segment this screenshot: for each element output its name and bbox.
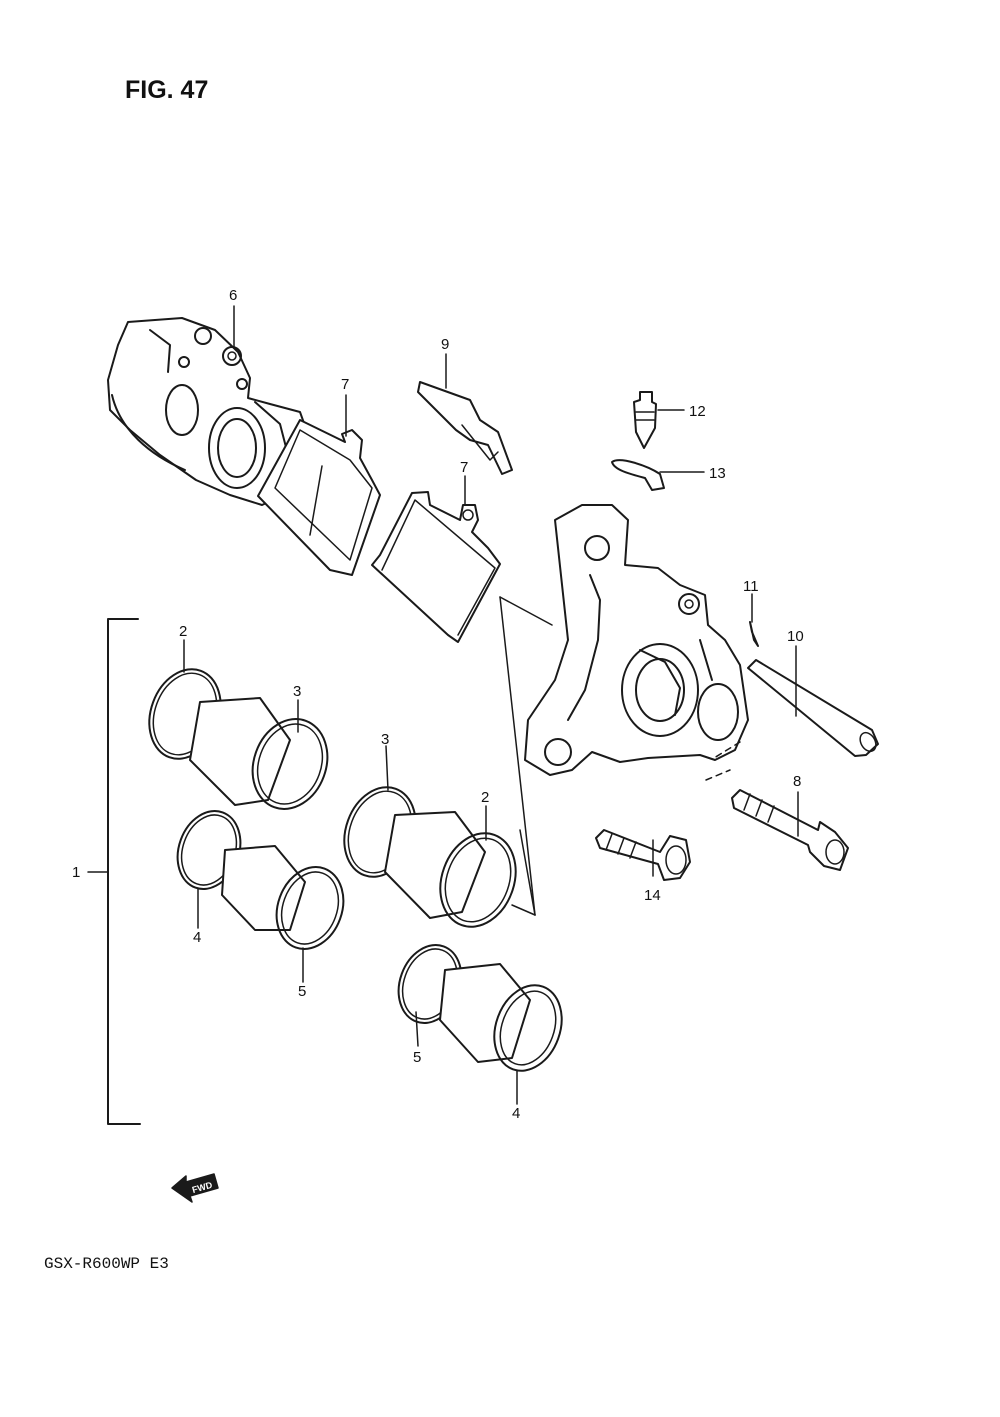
callout-5: 5 [413, 1049, 421, 1066]
cotter-pin [749, 621, 759, 647]
assembly-lines [499, 596, 741, 916]
caliper-half-right [524, 504, 749, 776]
mounting-bolt-8 [731, 789, 849, 871]
piston-set-middle [343, 786, 517, 928]
callout-3: 3 [381, 731, 389, 748]
callout-10: 10 [787, 628, 804, 645]
callout-6: 6 [229, 287, 237, 304]
callouts: 1 2 2 3 3 4 4 5 5 6 7 7 8 9 10 11 12 13 … [72, 287, 804, 1122]
bleeder-valve [633, 391, 657, 449]
callout-14: 14 [644, 887, 661, 904]
mounting-bolt-14 [595, 829, 691, 881]
callout-5: 5 [298, 983, 306, 1000]
bleeder-cap [611, 459, 665, 491]
piston-set-lower-left [176, 810, 345, 950]
piston-set-upper-left [148, 668, 329, 810]
figure-title: FIG. 47 [125, 76, 208, 104]
leader-lines [183, 305, 799, 1105]
forward-arrow-icon: FWD [171, 1173, 219, 1203]
callout-11: 11 [743, 578, 759, 595]
pad-shim [417, 381, 513, 475]
brake-pad-middle [371, 491, 501, 643]
caliper-half-left [107, 317, 311, 506]
callout-7: 7 [341, 376, 349, 393]
pad-pin [747, 659, 879, 757]
callout-2: 2 [179, 623, 187, 640]
callout-4: 4 [193, 929, 201, 946]
callout-12: 12 [689, 403, 706, 420]
callout-13: 13 [709, 465, 726, 482]
callout-8: 8 [793, 773, 801, 790]
callout-3: 3 [293, 683, 301, 700]
brake-pad-left [257, 419, 381, 576]
kit-bracket [87, 618, 141, 1125]
callout-1: 1 [72, 864, 80, 881]
piston-set-lower-middle [397, 944, 563, 1072]
callout-2: 2 [481, 789, 489, 806]
callout-7: 7 [460, 459, 468, 476]
model-code: GSX-R600WP E3 [44, 1255, 169, 1273]
callout-4: 4 [512, 1105, 520, 1122]
callout-9: 9 [441, 336, 449, 353]
